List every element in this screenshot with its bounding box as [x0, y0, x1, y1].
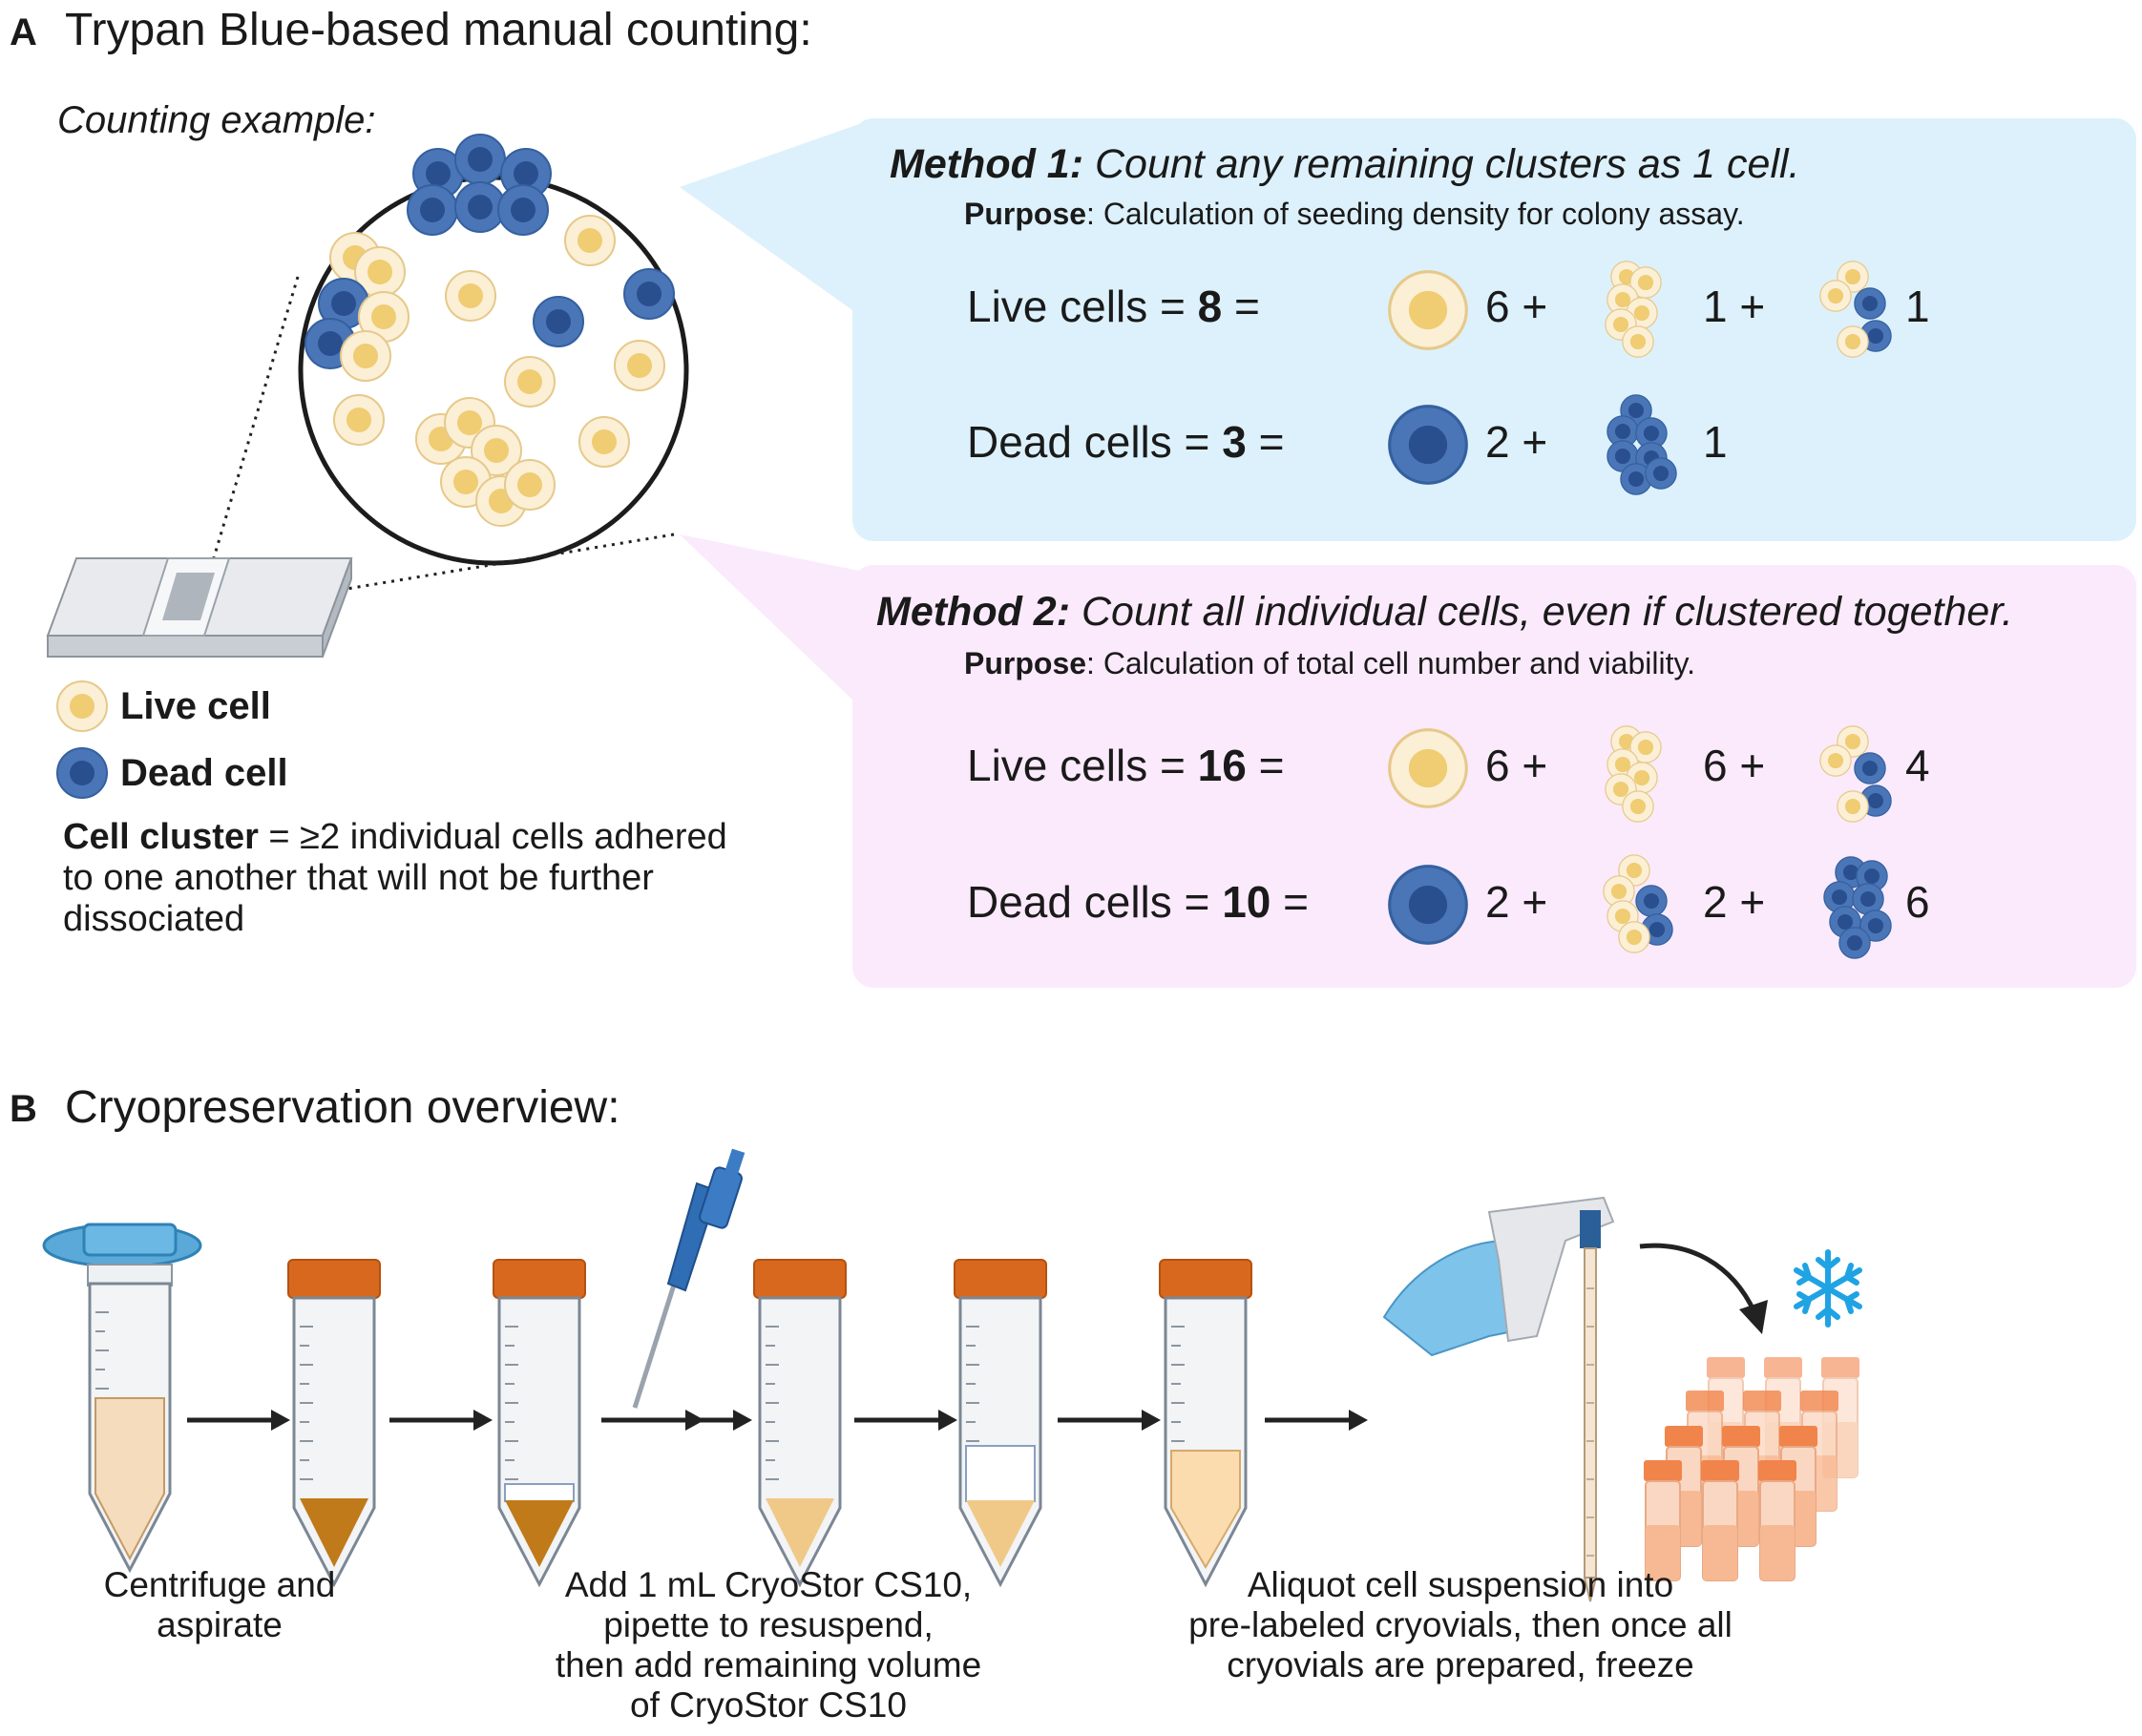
caption-line: Add 1 mL CryoStor CS10, — [564, 1565, 973, 1604]
cryovial-rack — [1643, 1356, 1860, 1581]
cluster-definition: Cell cluster = ≥2 individual cells adher… — [63, 817, 731, 940]
caption-line: cryovials are prepared, freeze — [1227, 1645, 1694, 1684]
method2-dead-equation: Dead cells = 10 = — [967, 876, 1309, 928]
eq-value: 10 — [1222, 877, 1271, 927]
cluster-term: Cell cluster — [63, 817, 259, 857]
method2-desc: Count all individual cells, even if clus… — [1070, 589, 2013, 635]
eq-value: 8 — [1197, 282, 1223, 331]
eq-label: Live cells = — [967, 282, 1198, 331]
tube-suspension — [1158, 1258, 1253, 1586]
method2-live-term-1: 6 + — [1485, 741, 1548, 790]
method2-live-equation: Live cells = 16 = — [967, 740, 1284, 791]
method2-purpose: Purpose: Calculation of total cell numbe… — [964, 646, 1695, 681]
method2-live-term-2: 6 + — [1703, 741, 1766, 790]
method1-purpose-label: Purpose — [964, 197, 1087, 231]
method1-dead-term-1: 2 + — [1485, 417, 1548, 467]
caption-line: of CryoStor CS10 — [630, 1685, 907, 1725]
caption-line: pipette to resuspend, — [603, 1605, 934, 1644]
caption-line: then add remaining volume — [555, 1645, 982, 1684]
hemocytometer-slide — [46, 276, 675, 658]
method1-label: Method 1: — [890, 141, 1084, 187]
method2-dead-term-1: 2 + — [1485, 877, 1548, 927]
workflow — [42, 1148, 1862, 1602]
step3-caption: Aliquot cell suspension into pre-labeled… — [1126, 1565, 1795, 1685]
method1-live-term-3: 1 — [1905, 282, 1930, 331]
method1-live-term-1: 6 + — [1485, 282, 1548, 331]
tube-add — [492, 1258, 587, 1586]
method1-dead-equation: Dead cells = 3 = — [967, 416, 1284, 468]
method1-desc: Count any remaining clusters as 1 cell. — [1083, 141, 1800, 187]
eq-value: 3 — [1222, 417, 1247, 467]
method2-box — [680, 534, 2136, 988]
eq-label: Dead cells = — [967, 877, 1223, 927]
conical-tube-open — [42, 1223, 202, 1574]
method2-label: Method 2: — [876, 589, 1071, 635]
legend-dead-label: Dead cell — [120, 752, 288, 794]
method1-box — [680, 118, 2136, 541]
method2-purpose-text: : Calculation of total cell number and v… — [1086, 646, 1695, 680]
panel-a-title: Trypan Blue-based manual counting: — [65, 5, 812, 55]
tube-resuspended — [752, 1258, 848, 1586]
caption-line: Aliquot cell suspension into — [1247, 1565, 1674, 1604]
legend-dead-icon — [56, 747, 108, 799]
caption-line: pre-labeled cryovials, then once all — [1188, 1605, 1732, 1644]
tube-pellet — [286, 1258, 382, 1586]
eq-value: 16 — [1197, 741, 1247, 790]
panel-a-letter: A — [10, 11, 37, 53]
method2-dead-term-2: 2 + — [1703, 877, 1766, 927]
method2-purpose-label: Purpose — [964, 646, 1087, 680]
magnified-field — [298, 134, 689, 566]
eq-sign: = — [1270, 877, 1310, 927]
method1-live-equation: Live cells = 8 = — [967, 281, 1260, 332]
method1-purpose-text: : Calculation of seeding density for col… — [1086, 197, 1745, 231]
eq-label: Live cells = — [967, 741, 1198, 790]
method2-live-term-3: 4 — [1905, 741, 1930, 790]
method2-dead-term-3: 6 — [1905, 877, 1930, 927]
method1-heading: Method 1: Count any remaining clusters a… — [890, 141, 1800, 188]
eq-sign: = — [1246, 741, 1285, 790]
panel-b-title: Cryopreservation overview: — [65, 1082, 620, 1133]
method2-heading: Method 2: Count all individual cells, ev… — [876, 589, 2013, 636]
tube-remaining — [953, 1258, 1048, 1586]
pipette-controller — [1382, 1196, 1615, 1602]
method1-live-term-2: 1 + — [1703, 282, 1766, 331]
cluster-text: = ≥2 individual cells adhered to one ano… — [63, 817, 727, 939]
counting-example-label: Counting example: — [57, 99, 376, 141]
eq-sign: = — [1246, 417, 1285, 467]
eq-label: Dead cells = — [967, 417, 1223, 467]
method1-purpose: Purpose: Calculation of seeding density … — [964, 197, 1745, 232]
panel-b-letter: B — [10, 1088, 37, 1130]
caption-line: Centrifuge and — [103, 1565, 336, 1604]
step2-caption: Add 1 mL CryoStor CS10, pipette to resus… — [496, 1565, 1040, 1726]
pipette — [632, 1148, 746, 1409]
snowflake-icon — [1794, 1249, 1862, 1328]
legend-live-icon — [56, 680, 108, 732]
method1-dead-term-2: 1 — [1703, 417, 1728, 467]
legend-live-label: Live cell — [120, 685, 271, 727]
caption-line: aspirate — [157, 1605, 283, 1644]
eq-sign: = — [1222, 282, 1260, 331]
step1-caption: Centrifuge and aspirate — [29, 1565, 410, 1645]
